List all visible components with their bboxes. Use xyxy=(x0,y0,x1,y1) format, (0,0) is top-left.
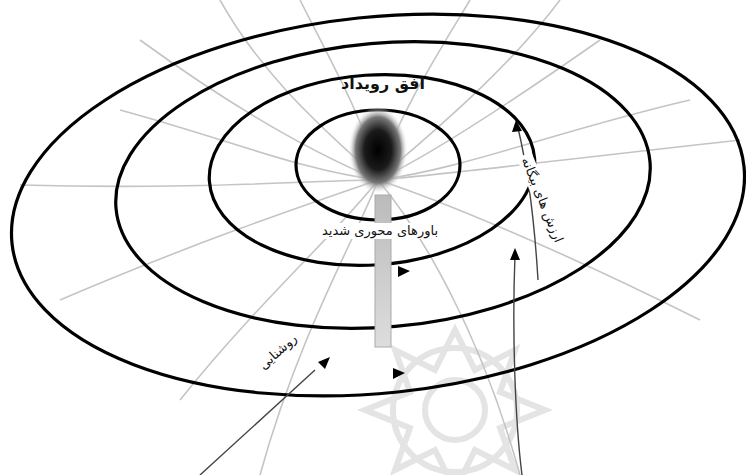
leader-arrows xyxy=(200,128,538,475)
watermark-logo xyxy=(365,330,545,475)
leader-arrowheads xyxy=(318,120,522,369)
event-horizon-label: افق رویداد xyxy=(341,74,425,93)
orbit-ellipses xyxy=(0,0,746,430)
alien-values-label: ارزش های بیگانه xyxy=(517,152,568,247)
field-lines xyxy=(20,0,740,475)
event-horizon-blob xyxy=(348,106,408,194)
orbit-arrowheads xyxy=(393,266,410,379)
core-beliefs-label: باورهای محوری شدید xyxy=(319,223,441,239)
jet-beam xyxy=(375,195,391,347)
